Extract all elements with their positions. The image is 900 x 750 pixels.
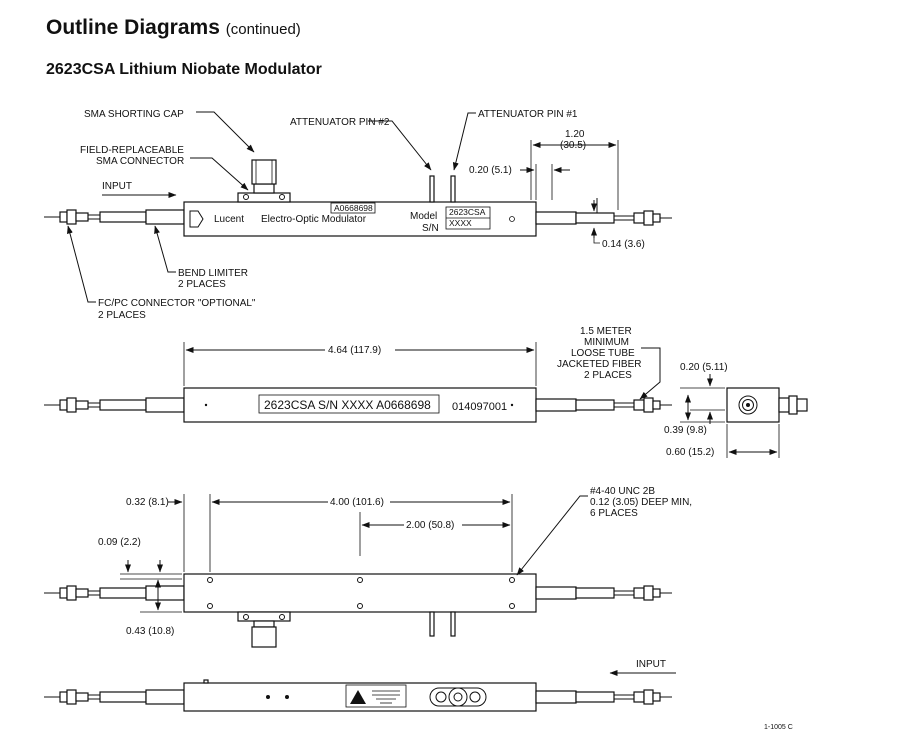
- serial-box: [330, 202, 376, 214]
- sma-shorting-cap-label: SMA SHORTING CAP: [84, 109, 184, 120]
- thread-note-line-1: #4-40 UNC 2B: [590, 486, 655, 497]
- fiber-note-line-1: 1.5 METER: [580, 326, 632, 337]
- attenuator-pin-1-label: ATTENUATOR PIN #1: [478, 109, 578, 120]
- dim-0-32-label: 0.32 (8.1): [126, 497, 169, 508]
- mount-hole: [509, 216, 515, 222]
- sma-connector: [237, 159, 291, 203]
- model-value: 2623CSA: [449, 207, 486, 217]
- dim-0-14-label: 0.14 (3.6): [602, 239, 645, 250]
- title-suffix: (continued): [225, 21, 301, 38]
- title-text: Outline Diagrams: [46, 16, 220, 39]
- right-fiber-assembly: [535, 198, 672, 226]
- thread-note-line-2: 0.12 (3.05) DEEP MIN,: [590, 497, 692, 508]
- view-top: Lucent Electro-Optic Modulator A0668698 …: [44, 109, 672, 321]
- modulator-body-side: [183, 387, 537, 423]
- dim-4-64-label: 4.64 (117.9): [328, 345, 381, 356]
- sn-label: S/N: [422, 223, 439, 234]
- dim-4-00-label: 4.00 (101.6): [330, 497, 384, 508]
- bend-limiter-label-1: BEND LIMITER: [178, 268, 248, 279]
- dim-0-20-label: 0.20 (5.1): [469, 165, 512, 176]
- dim-0-20-side-label: 0.20 (5.11): [680, 362, 728, 373]
- bend-limiter-label-2: 2 PLACES: [178, 279, 226, 290]
- dim-0-39-label: 0.39 (9.8): [664, 425, 707, 436]
- esd-warning-icon: [350, 690, 366, 704]
- fiber-note-line-3: LOOSE TUBE: [571, 348, 635, 359]
- dim-0-43-label: 0.43 (10.8): [126, 626, 174, 637]
- view-side: 2623CSA S/N XXXX A0668698 014097001 4.64…: [44, 326, 808, 458]
- diagram-subtitle: 2623CSA Lithium Niobate Modulator: [46, 61, 322, 78]
- dim-0-09-label: 0.09 (2.2): [98, 537, 141, 548]
- figure-reference: 1-1005 C: [764, 724, 793, 731]
- dim-0-60-label: 0.60 (15.2): [666, 447, 714, 458]
- part-number-label: 014097001: [452, 401, 507, 413]
- end-view: 0.20 (5.11) 0.39 (9.8) 0.60 (15.2): [664, 362, 808, 458]
- dim-1-20-label: 1.20: [565, 129, 585, 140]
- optical-port-icon: [429, 687, 487, 707]
- serial-label: A0668698: [334, 203, 373, 213]
- dim-1-20-mm-label: (30.5): [560, 140, 586, 151]
- field-replaceable-label-1: FIELD-REPLACEABLE: [80, 145, 184, 156]
- fiber-note-line-2: MINIMUM: [584, 337, 629, 348]
- electro-optic-label: Electro-Optic Modulator: [261, 214, 367, 225]
- attenuator-pins: [429, 175, 456, 203]
- dim-2-00-label: 2.00 (50.8): [406, 520, 454, 531]
- fiber-note-line-4: JACKETED FIBER: [557, 359, 641, 370]
- model-label: Model: [410, 211, 437, 222]
- fcpc-connector-label-2: 2 PLACES: [98, 310, 146, 321]
- modulator-body-top: [183, 201, 537, 237]
- fiber-note-line-5: 2 PLACES: [584, 370, 632, 381]
- page-title: Outline Diagrams (continued): [46, 16, 301, 40]
- product-label-box: [258, 394, 440, 414]
- left-fiber-assembly: [44, 209, 185, 225]
- lucent-label: Lucent: [214, 214, 244, 225]
- input-arrow-icon: [189, 210, 204, 228]
- field-replaceable-label-2: SMA CONNECTOR: [96, 156, 184, 167]
- view-back: INPUT 1-1005 C: [44, 659, 793, 731]
- sn-value: XXXX: [449, 218, 472, 228]
- view-bottom: 0.32 (8.1) 4.00 (101.6) 2.00 (50.8) #4-4…: [44, 486, 692, 648]
- input-label-back: INPUT: [636, 659, 666, 670]
- attenuator-pin-2-label: ATTENUATOR PIN #2: [290, 117, 390, 128]
- thread-note-line-3: 6 PLACES: [590, 508, 638, 519]
- product-label-text: 2623CSA S/N XXXX A0668698: [264, 398, 431, 412]
- fcpc-connector-label-1: FC/PC CONNECTOR "OPTIONAL": [98, 298, 256, 309]
- warning-label: [345, 684, 407, 708]
- modulator-body-bottom: [183, 573, 537, 613]
- input-label-top: INPUT: [102, 181, 132, 192]
